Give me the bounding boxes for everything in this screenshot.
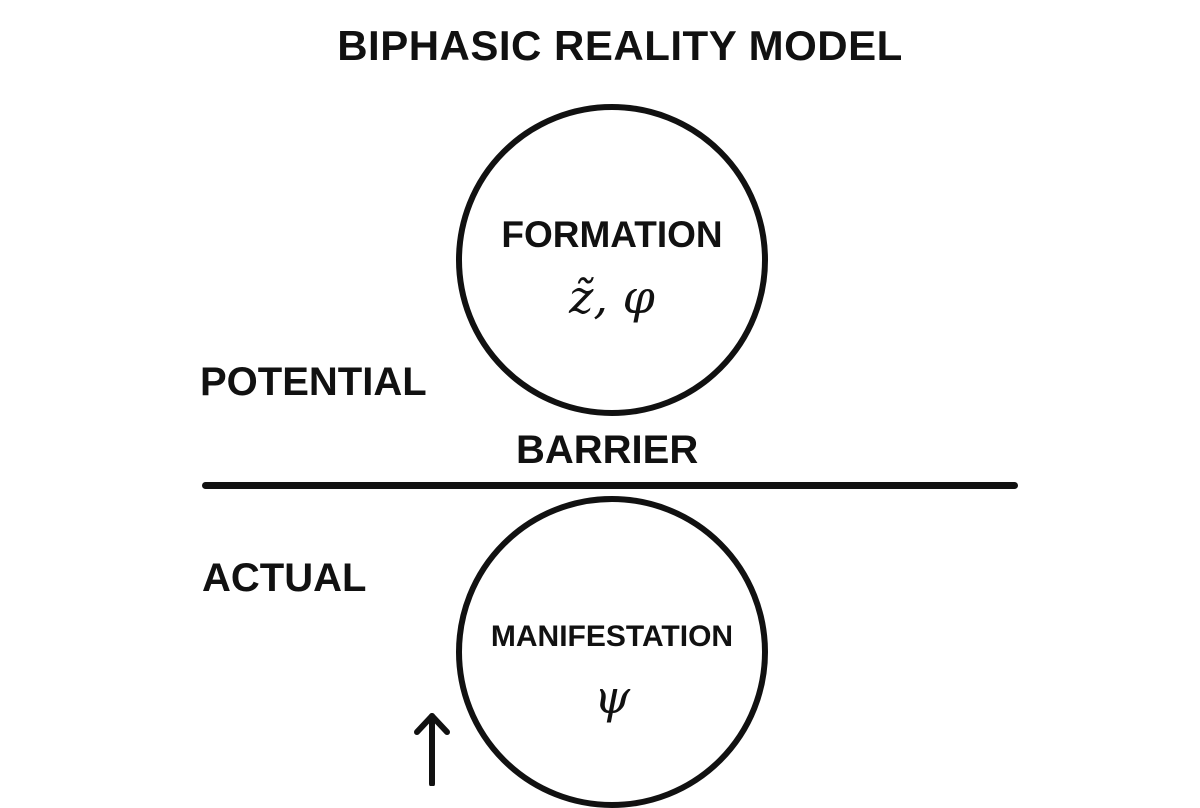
potential-label: POTENTIAL [200, 360, 427, 404]
up-arrow-icon [414, 713, 450, 786]
manifestation-symbol: ψ [593, 670, 631, 724]
formation-symbols: z̃, φ [569, 270, 655, 324]
diagram-title: BIPHASIC REALITY MODEL [337, 22, 903, 69]
formation-label: FORMATION [501, 214, 723, 255]
barrier-line [202, 482, 1018, 489]
manifestation-label: MANIFESTATION [490, 620, 734, 653]
formation-node: FORMATION z̃, φ [456, 104, 768, 416]
actual-label: ACTUAL [202, 556, 367, 600]
barrier-label: BARRIER [516, 428, 699, 472]
manifestation-node: MANIFESTATION ψ [456, 496, 768, 808]
